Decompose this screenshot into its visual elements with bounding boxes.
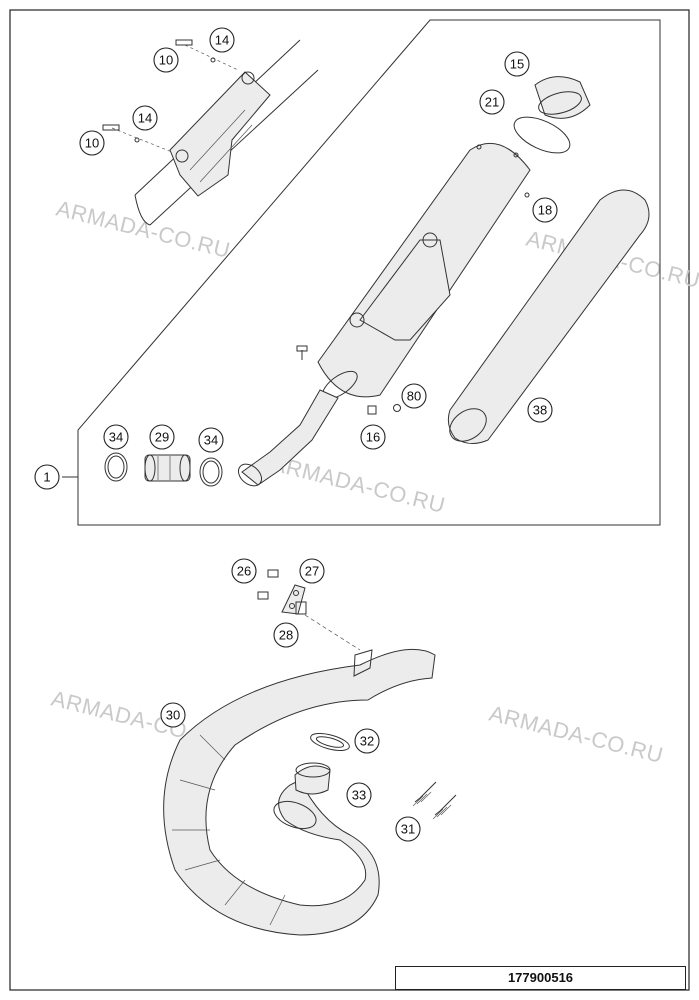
svg-text:18: 18 [538, 203, 552, 218]
callout-21: 21 [479, 89, 505, 115]
exhaust-header-pipe [163, 648, 436, 936]
svg-text:80: 80 [407, 389, 421, 404]
svg-text:10: 10 [85, 136, 99, 151]
callout-34-left: 34 [103, 424, 129, 450]
svg-text:38: 38 [533, 403, 547, 418]
callout-28: 28 [273, 622, 299, 648]
callout-14-bottom: 14 [132, 105, 158, 131]
assembly-boundary [77, 19, 661, 526]
callout-30: 30 [160, 702, 186, 728]
silencer-sleeve [447, 189, 650, 444]
svg-text:1: 1 [43, 470, 50, 485]
callout-16: 16 [360, 424, 386, 450]
callout-34-right: 34 [198, 427, 224, 453]
callout-1: 1 [34, 464, 60, 490]
svg-text:32: 32 [360, 734, 374, 749]
svg-text:16: 16 [366, 430, 380, 445]
pipe-gaskets [294, 732, 350, 795]
svg-text:33: 33 [352, 788, 366, 803]
callout-29: 29 [149, 424, 175, 450]
svg-text:34: 34 [204, 433, 218, 448]
callout-14-top: 14 [209, 27, 235, 53]
svg-text:15: 15 [510, 57, 524, 72]
watermark: ARMADA-CO.RU [54, 196, 233, 263]
callout-38: 38 [527, 397, 553, 423]
callout-15: 15 [504, 51, 530, 77]
svg-text:21: 21 [485, 95, 499, 110]
svg-text:31: 31 [401, 822, 415, 837]
seals [104, 452, 223, 487]
svg-text:29: 29 [155, 430, 169, 445]
link-pipe [237, 345, 401, 487]
svg-text:28: 28 [279, 628, 293, 643]
callout-18: 18 [532, 197, 558, 223]
svg-text:14: 14 [215, 33, 229, 48]
drawing-number-box: 177900516 [395, 966, 686, 990]
watermark: ARMADA-CO.RU [269, 451, 448, 518]
callout-33: 33 [346, 782, 372, 808]
callout-32: 32 [354, 728, 380, 754]
frame-tube-bracket [102, 39, 319, 226]
end-cap [513, 76, 591, 154]
callout-10-top: 10 [153, 47, 179, 73]
page-frame [9, 9, 690, 991]
callout-80: 80 [401, 383, 427, 409]
callout-26: 26 [231, 558, 257, 584]
svg-text:34: 34 [109, 430, 123, 445]
watermark: ARMADA-CO.RU [487, 701, 666, 768]
callout-31: 31 [395, 816, 421, 842]
callout-27: 27 [299, 558, 325, 584]
svg-text:27: 27 [305, 564, 319, 579]
svg-text:30: 30 [166, 708, 180, 723]
mounting-parts [257, 569, 361, 651]
silencer [317, 142, 531, 400]
svg-text:14: 14 [138, 111, 152, 126]
callout-10-bottom: 10 [79, 130, 105, 156]
springs [412, 781, 457, 820]
svg-text:10: 10 [159, 53, 173, 68]
svg-text:26: 26 [237, 564, 251, 579]
